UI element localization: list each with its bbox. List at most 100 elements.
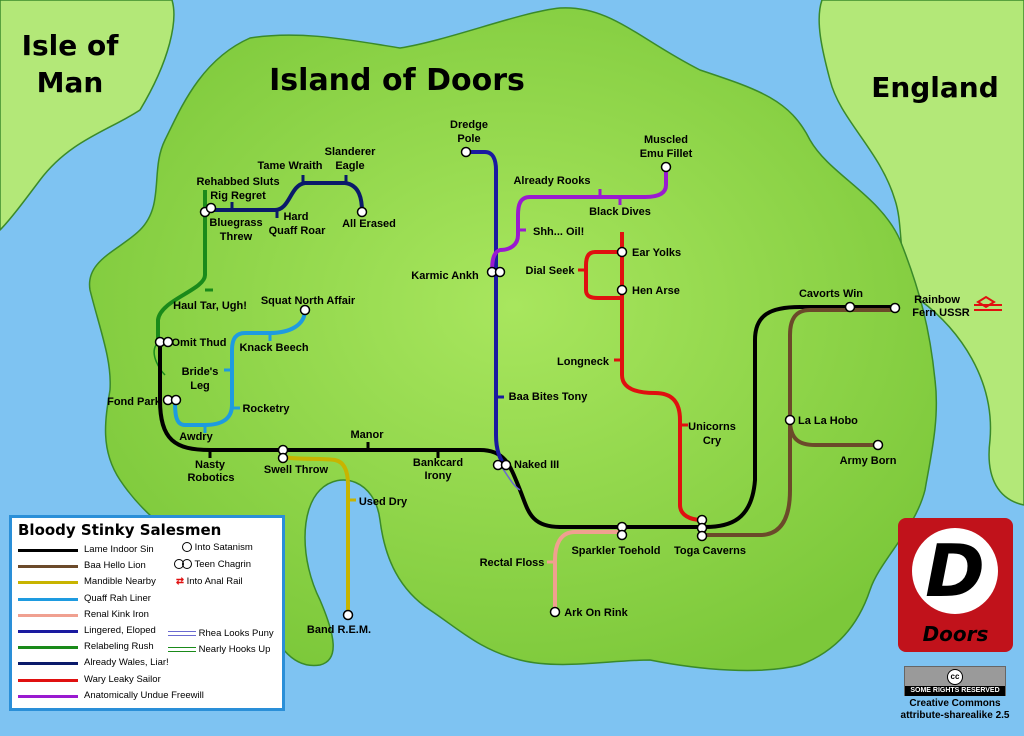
cc-icon: cc: [947, 669, 963, 685]
line-wary-leaky-sailor: [620, 232, 703, 522]
station-squat-north-affair[interactable]: [299, 304, 311, 316]
logo-text: Doors: [922, 622, 989, 646]
legend-line-swatch: [18, 678, 78, 682]
station-la-la-hobo[interactable]: [784, 414, 796, 426]
legend-line-swatch: [18, 662, 78, 666]
line-already-wales: [205, 181, 364, 213]
island-of-doors-landmass: [88, 7, 938, 672]
legend-line-swatch: [18, 630, 78, 633]
cc-badge[interactable]: cc SOME RIGHTS RESERVED: [904, 666, 1006, 696]
label-karmic-ankh: Karmic Ankh: [411, 270, 479, 282]
legend-line-label: Relabeling Rush: [84, 641, 154, 653]
thin-double-line-icon: [168, 630, 196, 636]
logo-letter: D: [925, 529, 985, 613]
label-all-erased: All Erased: [342, 218, 396, 230]
station-cavorts-win[interactable]: [844, 301, 856, 313]
label-baa-bites-tony: Baa Bites Tony: [509, 391, 589, 403]
legend-line-label: Already Wales, Liar!: [84, 657, 169, 669]
legend-line-swatch: [18, 694, 78, 698]
label-dial-seek: Dial Seek: [526, 265, 576, 277]
station-muscled-emu-fillet[interactable]: [660, 161, 672, 173]
station-hen-arse[interactable]: [616, 284, 628, 296]
cc-line1: Creative Commons: [909, 698, 1001, 709]
cc-license-text: Creative Commons attribute-sharealike 2.…: [890, 698, 1020, 722]
legend-into-satanism: Into Satanism: [182, 542, 253, 553]
station-dredge-pole[interactable]: [460, 146, 472, 158]
legend-line-swatch: [18, 581, 78, 585]
legend-line-label: Baa Hello Lion: [84, 560, 146, 572]
label-shh-oil: Shh... Oil!: [533, 226, 584, 238]
label-hard: Hard: [283, 211, 308, 223]
green-double-line-icon: [168, 646, 196, 652]
label-manor: Manor: [351, 429, 385, 441]
doors-logo: D Doors: [898, 518, 1013, 652]
label-irony: Irony: [425, 470, 453, 482]
legend-line-swatch: [18, 597, 78, 601]
label-cavorts-win: Cavorts Win: [799, 288, 863, 300]
label-unicorns: Unicorns: [688, 421, 736, 433]
label-omit-thud: Omit Thud: [172, 337, 227, 349]
line-relabeling-rush-branch: [153, 344, 166, 376]
label-fern-ussr: Fern USSR: [912, 307, 970, 319]
line-renal-kink-iron: [553, 530, 622, 612]
isle-of-man-label-line1: Isle of: [22, 29, 120, 62]
station-all-erased[interactable]: [356, 206, 368, 218]
label-naked-iii: Naked III: [514, 459, 559, 471]
legend-line-swatch: [18, 549, 78, 552]
label-fond-park: Fond Park: [107, 396, 162, 408]
label-ear-yolks: Ear Yolks: [632, 247, 681, 259]
label-cry: Cry: [703, 435, 722, 447]
station-ark-on-rink[interactable]: [549, 606, 561, 618]
legend-line-label: Mandible Nearby: [84, 576, 156, 588]
legend-into-anal-rail: ⇄ Into Anal Rail: [176, 576, 243, 587]
cc-line2: attribute-sharealike 2.5: [900, 710, 1010, 721]
label-army-born: Army Born: [840, 455, 897, 467]
rail-icon: ⇄: [176, 576, 184, 587]
label-toga-caverns: Toga Caverns: [674, 545, 746, 557]
label-quaff-roar: Quaff Roar: [269, 225, 327, 237]
label-bankcard: Bankcard: [413, 457, 463, 469]
label-pole: Pole: [457, 133, 480, 145]
line-mandible-nearby: [282, 455, 350, 615]
station-ear-yolks[interactable]: [616, 246, 628, 258]
label-threw: Threw: [220, 231, 253, 243]
legend-teen-chagrin: Teen Chagrin: [174, 559, 251, 570]
label-ark-on-rink: Ark On Rink: [564, 607, 628, 619]
legend-line-swatch: [18, 613, 78, 617]
legend-line-label: Renal Kink Iron: [84, 608, 149, 620]
station-band-rem[interactable]: [342, 609, 354, 621]
line-relabeling-rush: [156, 190, 207, 345]
station-ticks: [203, 175, 688, 564]
legend-line-swatch: [18, 565, 78, 569]
legend-line-label: Lingered, Eloped: [84, 625, 156, 636]
label-rainbow: Rainbow: [914, 294, 960, 306]
legend-title: Bloody Stinky Salesmen: [18, 521, 222, 539]
legend-line-label: Anatomically Undue Freewill: [84, 689, 204, 701]
label-rocketry: Rocketry: [242, 403, 290, 415]
map-title: Island of Doors: [269, 63, 525, 98]
station-rainbow-fern-ussr[interactable]: [889, 302, 901, 314]
legend-line-label: Lame Indoor Sin: [84, 544, 154, 555]
station-markers: [154, 146, 901, 621]
label-emu-fillet: Emu Fillet: [640, 148, 693, 160]
label-nasty: Nasty: [195, 459, 226, 471]
label-robotics: Robotics: [187, 472, 234, 484]
line-baa-hello-lion-branch: [788, 419, 878, 447]
label-already-rooks: Already Rooks: [513, 175, 590, 187]
label-longneck: Longneck: [557, 356, 610, 368]
logo-circle: [912, 528, 998, 614]
line-baa-hello-lion: [705, 308, 895, 537]
interchange-circle-icon: [182, 542, 192, 553]
label-band-rem: Band R.E.M.: [307, 624, 371, 636]
label-swell-throw: Swell Throw: [264, 464, 329, 476]
legend-rhea-looks-puny: Rhea Looks Puny: [168, 628, 274, 639]
label-bluegrass: Bluegrass: [209, 217, 262, 229]
label-tame-wraith: Tame Wraith: [258, 160, 323, 172]
label-eagle: Eagle: [335, 160, 364, 172]
label-knack-beech: Knack Beech: [239, 342, 308, 354]
legend-line-swatch: [18, 646, 78, 650]
label-la-la-hobo: La La Hobo: [798, 415, 858, 427]
station-army-born[interactable]: [872, 439, 884, 451]
line-lingered-eloped: [466, 150, 507, 467]
